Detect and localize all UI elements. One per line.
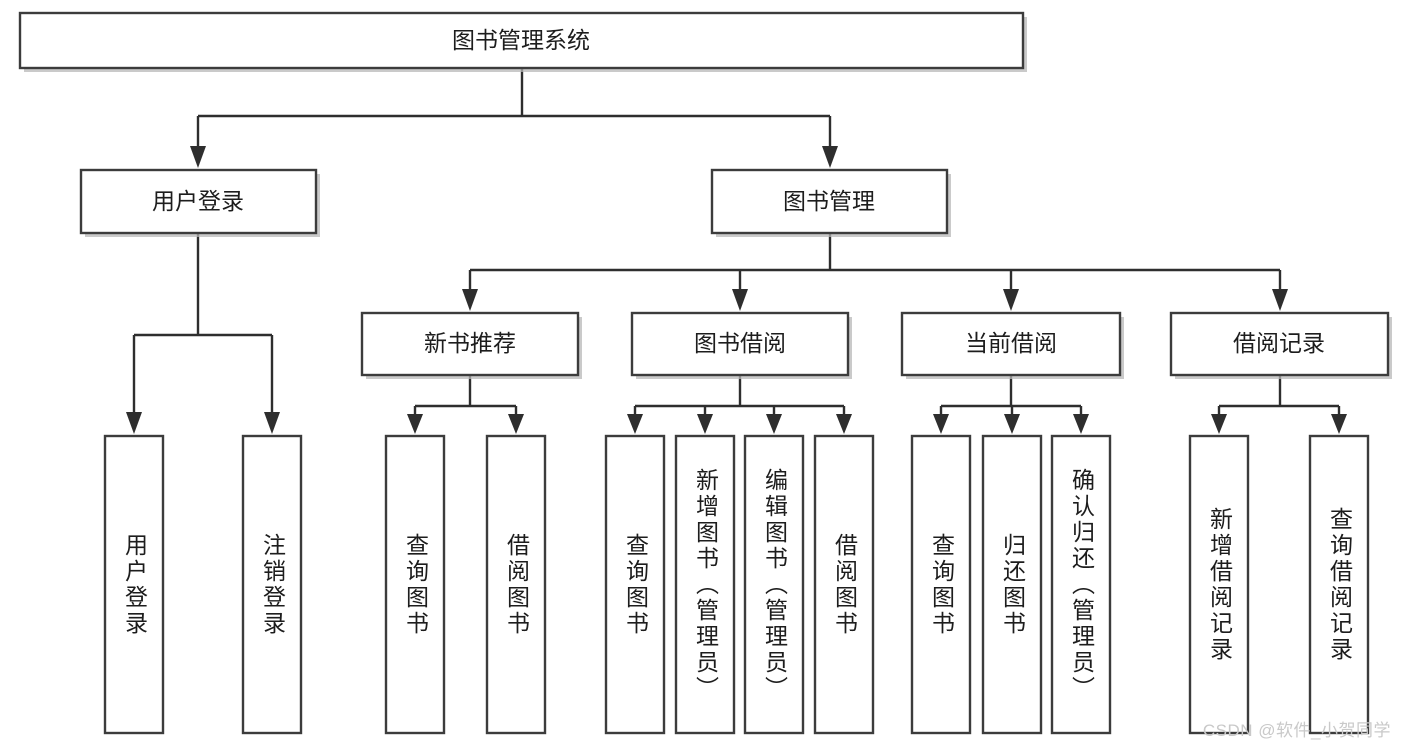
arrow-leaf-br-add — [1211, 414, 1227, 434]
arrow-leaf-user-login — [126, 412, 142, 434]
arrow-leaf-nb-borrow — [508, 414, 524, 434]
node-label-root: 图书管理系统 — [452, 27, 590, 53]
node-box-new-book[interactable] — [360, 311, 580, 377]
node-layer: 图书管理系统 用户登录 图书管理 新书推荐 图书借阅 当前借阅 借阅记录 — [18, 11, 1392, 735]
node-label-book-manage: 图书管理 — [783, 188, 875, 214]
node-box-book-manage[interactable] — [710, 168, 949, 235]
node-box-leaf-cb-confirm[interactable] — [1050, 434, 1112, 735]
node-box-leaf-user-login[interactable] — [103, 434, 165, 735]
arrow-leaf-bb-add — [697, 414, 713, 434]
node-box-leaf-br-query[interactable] — [1308, 434, 1370, 735]
node-box-borrow-record[interactable] — [1169, 311, 1390, 377]
arrow-leaf-cb-return — [1004, 414, 1020, 434]
arrow-leaf-logout — [264, 412, 280, 434]
node-label-new-book: 新书推荐 — [424, 330, 516, 356]
node-box-root[interactable] — [18, 11, 1025, 70]
arrow-leaf-bb-edit — [766, 414, 782, 434]
arrow-to-book-borrow — [732, 289, 748, 311]
arrow-leaf-cb-query — [933, 414, 949, 434]
node-box-leaf-logout[interactable] — [241, 434, 303, 735]
node-label-book-borrow: 图书借阅 — [694, 330, 786, 356]
arrow-leaf-bb-query — [627, 414, 643, 434]
node-box-leaf-nb-borrow[interactable] — [485, 434, 547, 735]
node-box-leaf-cb-query[interactable] — [910, 434, 972, 735]
node-label-current-borrow: 当前借阅 — [965, 330, 1057, 356]
arrow-leaf-bb-borrow — [836, 414, 852, 434]
node-box-book-borrow[interactable] — [630, 311, 850, 377]
node-box-leaf-br-add[interactable] — [1188, 434, 1250, 735]
arrow-to-current-borrow — [1003, 289, 1019, 311]
leaf-box-group — [103, 434, 1370, 735]
node-box-leaf-bb-borrow[interactable] — [813, 434, 875, 735]
arrow-leaf-nb-query — [407, 414, 423, 434]
arrow-to-new-book — [462, 289, 478, 311]
node-label-borrow-record: 借阅记录 — [1233, 330, 1325, 356]
node-box-leaf-bb-query[interactable] — [604, 434, 666, 735]
arrow-leaf-br-query — [1331, 414, 1347, 434]
node-label-user-login: 用户登录 — [152, 188, 244, 214]
connector-layer — [126, 68, 1347, 434]
node-box-leaf-cb-return[interactable] — [981, 434, 1043, 735]
arrow-to-user-login — [190, 146, 206, 168]
node-box-leaf-bb-edit[interactable] — [743, 434, 805, 735]
node-box-user-login[interactable] — [79, 168, 318, 235]
arrow-to-book-manage — [822, 146, 838, 168]
node-box-leaf-bb-add[interactable] — [674, 434, 736, 735]
arrow-leaf-cb-confirm — [1073, 414, 1089, 434]
arrow-to-borrow-record — [1272, 289, 1288, 311]
node-box-current-borrow[interactable] — [900, 311, 1122, 377]
node-box-leaf-nb-query[interactable] — [384, 434, 446, 735]
csdn-watermark: CSDN @软件_小贺同学 — [1202, 721, 1391, 740]
